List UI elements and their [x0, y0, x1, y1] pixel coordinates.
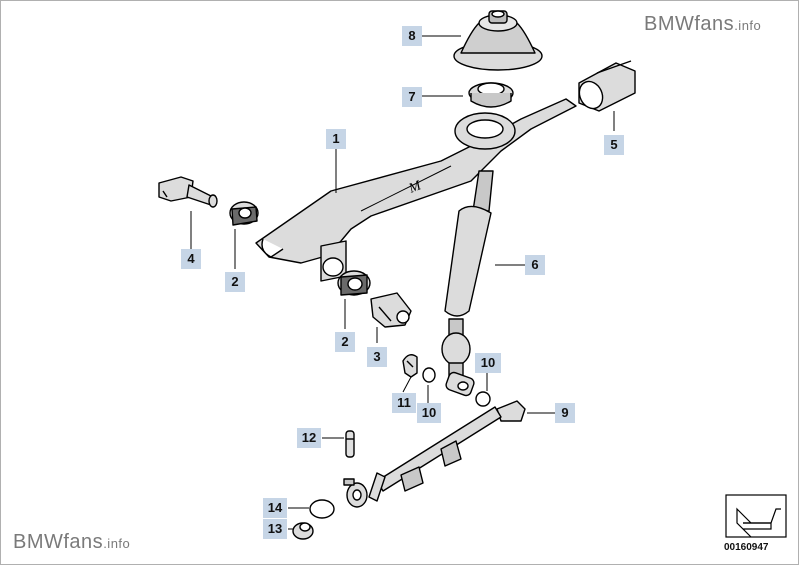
callout-2-upper: 2: [225, 272, 245, 292]
callout-14: 14: [263, 498, 287, 518]
bearing-part-upper: [229, 201, 259, 226]
ring-part: [309, 499, 335, 519]
shift-arm-part: M: [255, 98, 577, 282]
clip-pin-part: [158, 176, 218, 208]
callout-6: 6: [525, 255, 545, 275]
shift-rod-part: [441, 170, 494, 397]
callout-2-lower: 2: [335, 332, 355, 352]
arrow-symbol-icon: [725, 494, 787, 538]
callout-4: 4: [181, 249, 201, 269]
boot-part: [453, 10, 543, 71]
callout-5: 5: [604, 135, 624, 155]
callout-3: 3: [367, 347, 387, 367]
spring-clip-part: [402, 354, 418, 378]
washer-part-lower: [475, 391, 491, 407]
callout-1: 1: [326, 129, 346, 149]
small-bushing-part: [292, 522, 314, 540]
watermark-bottom-brand: BMWfans: [13, 531, 104, 553]
watermark-top-suffix: .info: [734, 18, 762, 33]
watermark-bottom-suffix: .info: [103, 536, 131, 551]
watermark-top: BMWfans.info: [644, 13, 761, 36]
watermark-top-brand: BMWfans: [644, 13, 735, 35]
callout-10-right: 10: [475, 353, 501, 373]
callout-7: 7: [402, 87, 422, 107]
callout-8: 8: [402, 26, 422, 46]
watermark-bottom: BMWfans.info: [13, 531, 130, 554]
retaining-clip-part: [370, 292, 412, 328]
sleeve-part: [578, 60, 636, 112]
callout-12: 12: [297, 428, 321, 448]
selector-rod-part: [343, 400, 526, 508]
diagram-part-number: 00160947: [724, 542, 769, 553]
washer-part-upper: [422, 367, 436, 383]
bearing-part-lower: [337, 270, 371, 296]
callout-11: 11: [392, 393, 416, 413]
callout-10-left: 10: [417, 403, 441, 423]
callout-9: 9: [555, 403, 575, 423]
pin-part: [345, 430, 355, 458]
callout-13: 13: [263, 519, 287, 539]
bushing-part: [468, 82, 514, 108]
